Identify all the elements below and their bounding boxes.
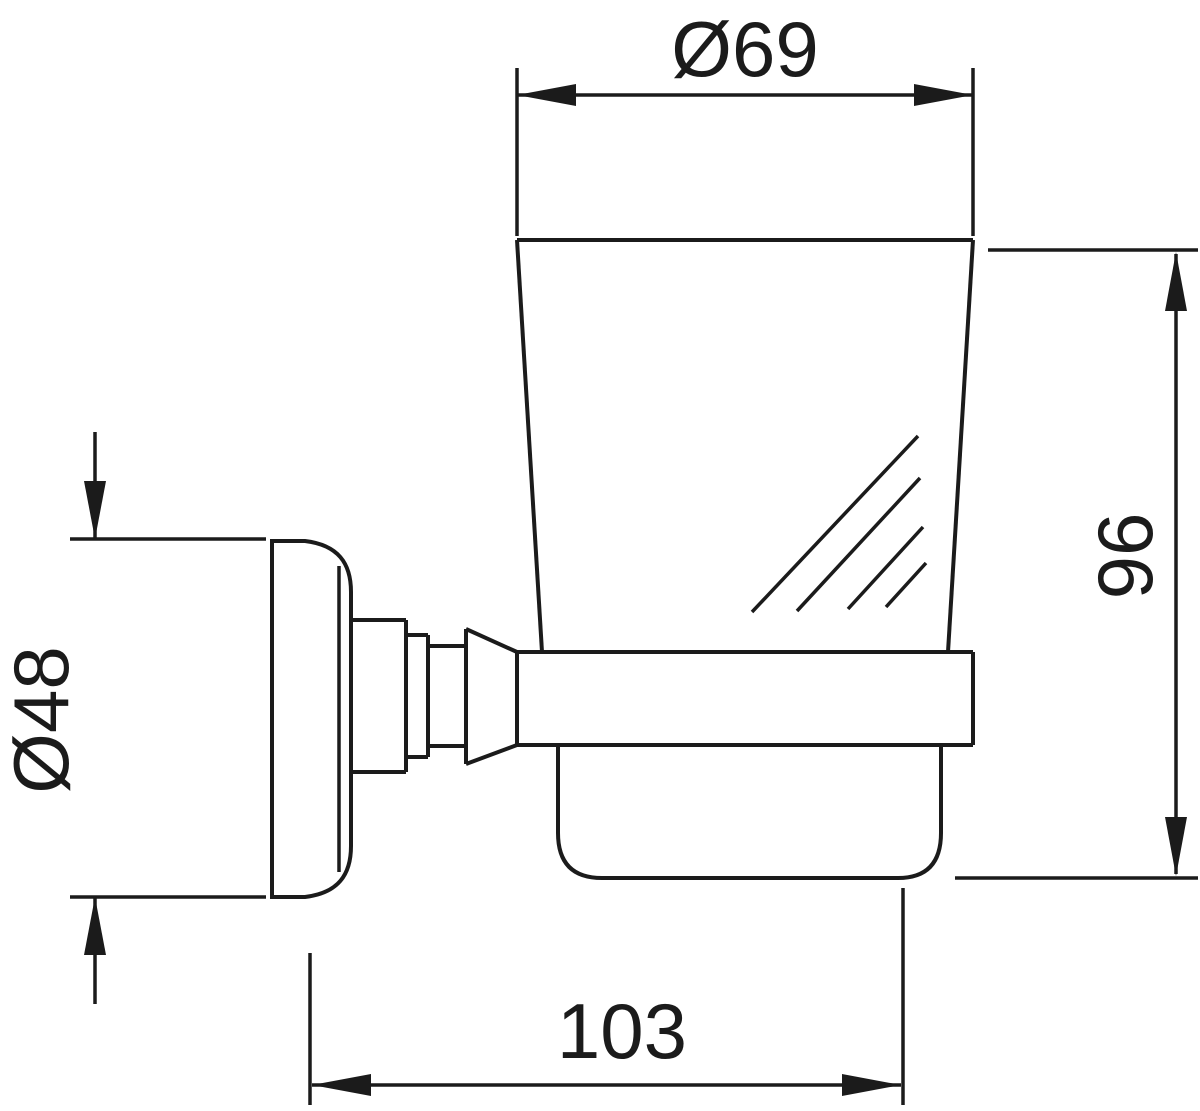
arm-bell-bottom: [465, 743, 518, 766]
hatch-line: [795, 476, 922, 613]
holder-ring: [515, 650, 975, 747]
arrowhead-left-icon: [517, 84, 576, 106]
cup-lower-body: [556, 745, 943, 880]
arrowhead-up-icon: [84, 897, 106, 955]
cup-diameter-label: Ø69: [671, 5, 818, 93]
cup-height-label: 96: [1081, 513, 1169, 600]
dimension-plate-diameter: Ø48: [0, 432, 266, 1004]
dimension-overall-depth: 103: [308, 888, 905, 1105]
cup-right-side: [946, 239, 975, 653]
dimension-cup-diameter: Ø69: [515, 5, 975, 236]
wall-plate-outline: [270, 539, 353, 899]
glass-tumbler: [515, 238, 975, 880]
dimension-cup-height: 96: [955, 248, 1198, 880]
wall-plate: [270, 539, 353, 899]
arrowhead-left-icon: [312, 1074, 371, 1096]
hatch-line: [750, 434, 920, 614]
arrowhead-right-icon: [842, 1074, 901, 1096]
glass-hatch-lines: [750, 434, 928, 614]
cup-left-side: [515, 239, 544, 653]
mounting-arm: [351, 618, 518, 774]
hatch-line: [884, 561, 928, 609]
arrowhead-right-icon: [914, 84, 973, 106]
arrowhead-down-icon: [1165, 817, 1187, 876]
arm-bell-top: [465, 627, 518, 654]
arrowhead-down-icon: [84, 481, 106, 539]
hatch-line: [846, 525, 925, 611]
overall-depth-label: 103: [557, 987, 687, 1075]
plate-diameter-label: Ø48: [0, 646, 85, 793]
arrowhead-up-icon: [1165, 252, 1187, 311]
